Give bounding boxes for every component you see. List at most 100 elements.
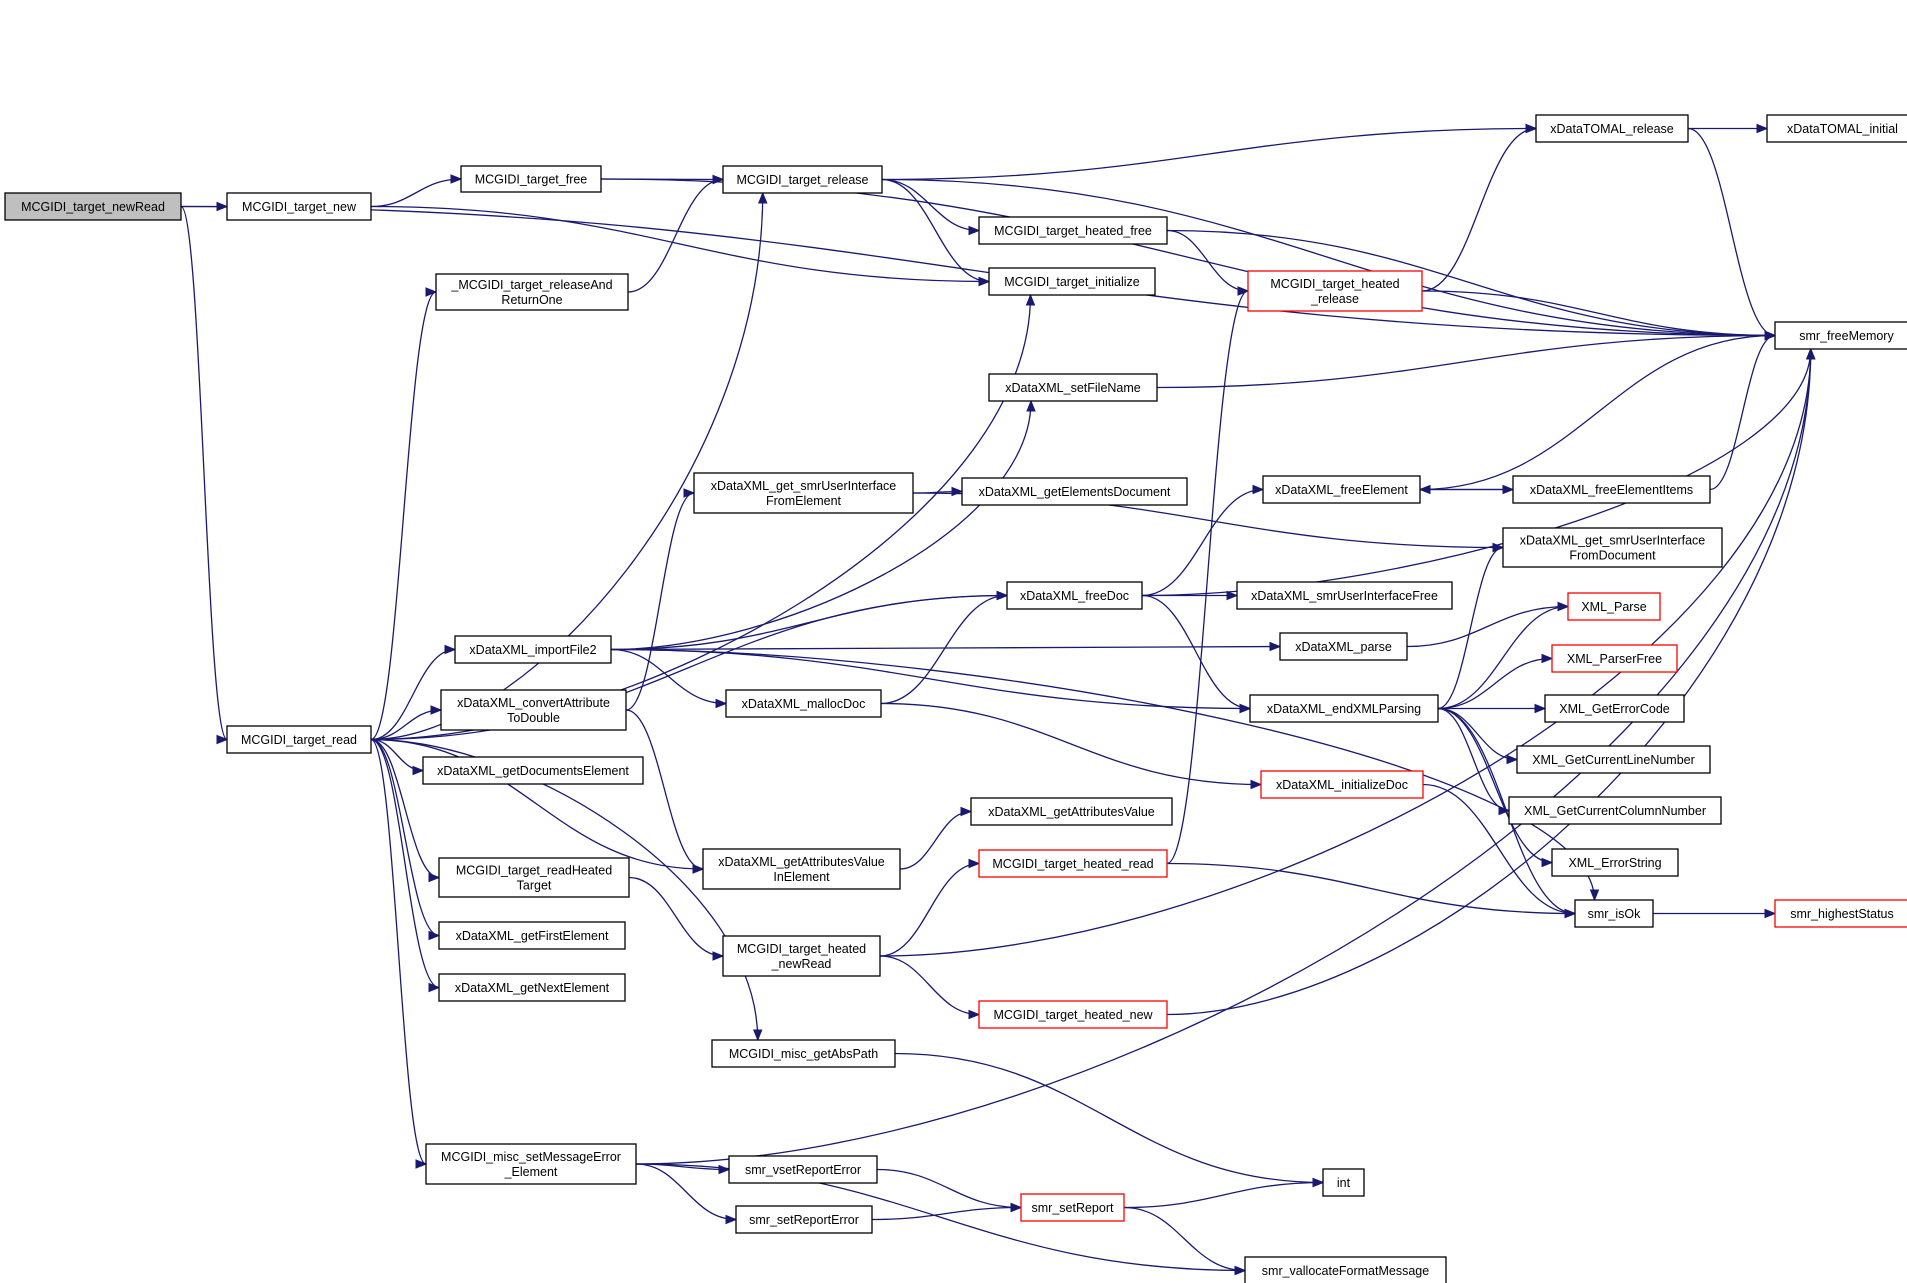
node-freeElemItems[interactable]: xDataXML_freeElementItems — [1512, 475, 1711, 504]
node-xmlParserFree[interactable]: XML_ParserFree — [1551, 644, 1678, 673]
node-label: XML_Parse — [1581, 600, 1646, 614]
node-int[interactable]: int — [1322, 1168, 1365, 1197]
node-label: ReturnOne — [501, 293, 562, 307]
node-heatedNewRead[interactable]: MCGIDI_target_heated_newRead — [722, 935, 881, 977]
edge-arrowhead — [960, 806, 973, 817]
node-label: xDataXML_endXMLParsing — [1267, 702, 1421, 716]
edge-line — [370, 291, 437, 741]
edge-tomalRelease-to-tomalInitial — [1687, 123, 1769, 134]
node-box — [988, 373, 1158, 402]
node-mallocDoc[interactable]: xDataXML_mallocDoc — [725, 689, 882, 718]
node-highestStatus[interactable]: smr_highestStatus — [1774, 899, 1907, 928]
node-xmlParse[interactable]: XML_Parse — [1567, 592, 1661, 621]
node-isOk[interactable]: smr_isOk — [1574, 899, 1654, 928]
node-heatedNew[interactable]: MCGIDI_target_heated_new — [978, 1000, 1168, 1029]
edge-readHeated-to-heatedNewRead — [628, 876, 725, 961]
edge-arrowhead — [968, 858, 981, 869]
edge-convertAttr-to-getAttrValElem — [625, 709, 705, 874]
edge-read-to-getDocElem — [370, 738, 425, 776]
edge-arrowhead — [951, 486, 964, 497]
node-initialize[interactable]: MCGIDI_target_initialize — [988, 267, 1156, 296]
edge-arrowhead — [715, 698, 728, 709]
edge-read-to-convertAttr — [370, 705, 443, 741]
node-read[interactable]: MCGIDI_target_read — [226, 725, 372, 754]
edge-setReport-to-int — [1123, 1177, 1325, 1209]
node-label: xDataXML_getAttributesValue — [718, 855, 885, 869]
node-getFirst[interactable]: xDataXML_getFirstElement — [438, 921, 626, 950]
edge-read-to-getNext — [370, 738, 441, 993]
node-smrUIFree[interactable]: xDataXML_smrUserInterfaceFree — [1236, 581, 1453, 610]
node-box — [4, 192, 182, 221]
node-label: xDataXML_convertAttribute — [457, 696, 610, 710]
edge-line — [1166, 348, 1812, 1016]
node-label: FromDocument — [1569, 549, 1656, 563]
edge-line — [1141, 488, 1264, 597]
edge-heatedRead-to-heatedRelease — [1166, 286, 1250, 865]
edge-line — [610, 648, 727, 705]
edge-arrowhead — [1557, 601, 1570, 612]
node-setMsgErr[interactable]: MCGIDI_misc_setMessageError_Element — [425, 1143, 637, 1185]
node-freeElement[interactable]: xDataXML_freeElement — [1262, 475, 1421, 504]
edge-importFile2-to-endXML — [610, 648, 1252, 714]
node-getSmrDoc[interactable]: xDataXML_get_smrUserInterfaceFromDocumen… — [1502, 527, 1723, 568]
node-label: smr_highestStatus — [1790, 907, 1894, 921]
node-tomalInitial[interactable]: xDataTOMAL_initial — [1766, 114, 1907, 143]
node-getDocElem[interactable]: xDataXML_getDocumentsElement — [422, 756, 644, 785]
node-box — [1247, 270, 1423, 312]
node-box — [702, 848, 901, 890]
node-box — [1544, 694, 1685, 723]
node-release[interactable]: MCGIDI_target_release — [722, 165, 883, 194]
edge-arrowhead — [428, 930, 441, 941]
edge-line — [1687, 127, 1776, 337]
node-xmlErrCode[interactable]: XML_GetErrorCode — [1544, 694, 1685, 723]
node-setReport[interactable]: smr_setReport — [1020, 1193, 1125, 1222]
edge-line — [370, 738, 440, 879]
node-getNext[interactable]: xDataXML_getNextElement — [438, 973, 626, 1002]
node-label: xDataXML_freeElement — [1275, 483, 1408, 497]
node-tomalRelease[interactable]: xDataTOMAL_release — [1535, 114, 1689, 143]
node-label: xDataXML_parse — [1295, 640, 1392, 654]
edge-arrowhead — [444, 644, 457, 655]
node-getAbsPath[interactable]: MCGIDI_misc_getAbsPath — [711, 1039, 896, 1068]
node-free[interactable]: MCGIDI_target_free — [460, 165, 602, 193]
node-box — [1774, 321, 1907, 350]
edge-freeElemItems-to-freeElement — [1418, 484, 1513, 495]
edge-importFile2-to-setFileName — [610, 399, 1036, 651]
edge-arrowhead — [996, 590, 1009, 601]
node-heatedFree[interactable]: MCGIDI_target_heated_free — [978, 216, 1168, 245]
node-xmlLine[interactable]: XML_GetCurrentLineNumber — [1516, 745, 1711, 774]
node-newRead[interactable]: MCGIDI_target_newRead — [4, 192, 182, 221]
edge-line — [610, 648, 1596, 901]
edge-arrowhead — [968, 225, 981, 236]
node-getAttrVal[interactable]: xDataXML_getAttributesValue — [970, 797, 1173, 826]
node-setReportErr[interactable]: smr_setReportError — [735, 1205, 873, 1234]
edge-arrowhead — [692, 864, 705, 874]
node-xmlErrStr[interactable]: XML_ErrorString — [1551, 848, 1679, 877]
node-heatedRead[interactable]: MCGIDI_target_heated_read — [978, 849, 1168, 878]
node-vallocate[interactable]: smr_vallocateFormatMessage — [1244, 1256, 1447, 1283]
node-importFile2[interactable]: xDataXML_importFile2 — [454, 635, 612, 664]
node-parse[interactable]: xDataXML_parse — [1279, 632, 1408, 661]
node-heatedRelease[interactable]: MCGIDI_target_heated_release — [1247, 270, 1423, 312]
node-initDoc[interactable]: xDataXML_initializeDoc — [1260, 770, 1424, 799]
node-box — [988, 267, 1156, 296]
edge-arrowhead — [1492, 542, 1505, 553]
node-getElemsDoc[interactable]: xDataXML_getElementsDocument — [961, 477, 1188, 506]
node-endXML[interactable]: xDataXML_endXMLParsing — [1249, 694, 1439, 723]
node-vsetReport[interactable]: smr_vsetReportError — [728, 1155, 878, 1184]
edge-line — [1437, 707, 1576, 915]
edge-getAbsPath-to-int — [894, 1052, 1325, 1188]
node-label: smr_vallocateFormatMessage — [1262, 1264, 1429, 1278]
node-new[interactable]: MCGIDI_target_new — [226, 192, 372, 221]
edge-endXML-to-xmlLine — [1437, 707, 1519, 765]
node-xmlCol[interactable]: XML_GetCurrentColumnNumber — [1508, 796, 1722, 825]
edge-line — [600, 178, 1776, 337]
node-freeMemory[interactable]: smr_freeMemory — [1774, 321, 1907, 350]
node-freeDoc[interactable]: xDataXML_freeDoc — [1006, 581, 1143, 610]
node-setFileName[interactable]: xDataXML_setFileName — [988, 373, 1158, 402]
